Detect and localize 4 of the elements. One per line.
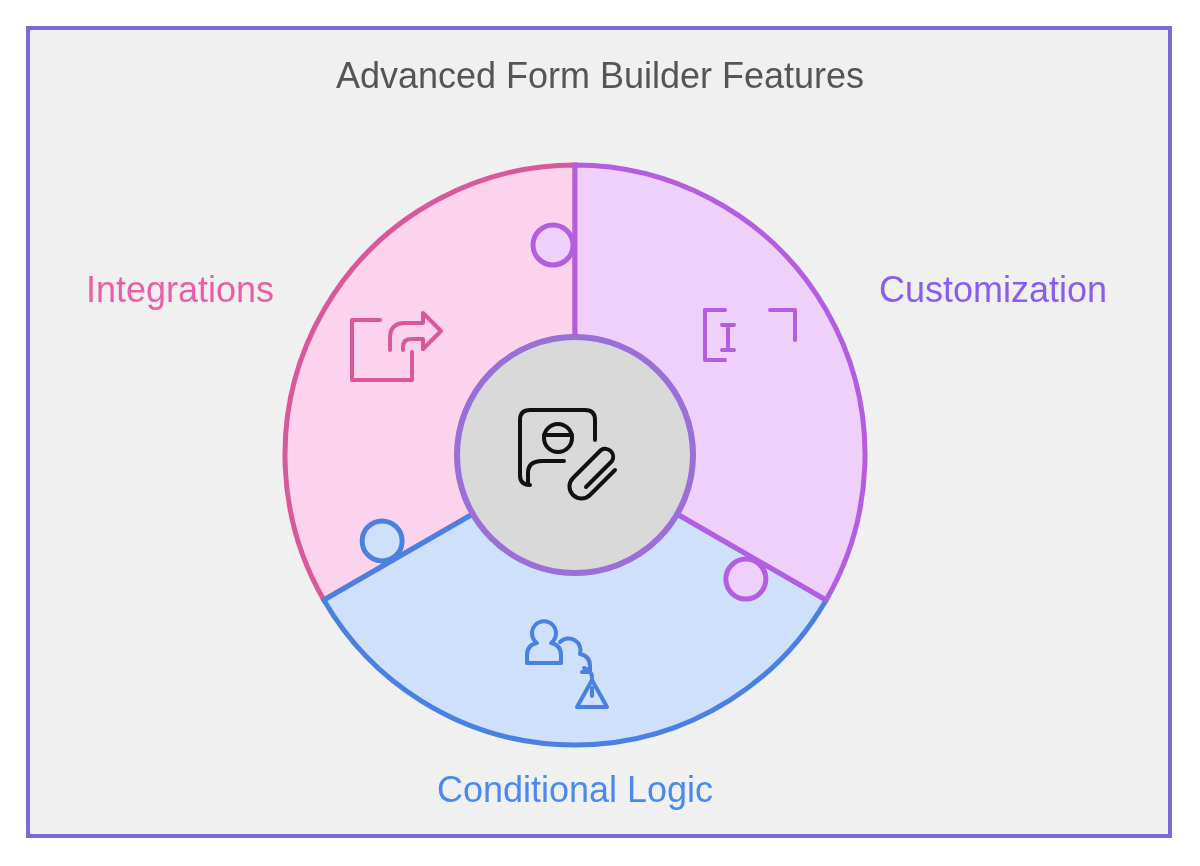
segment-label: Conditional Logic xyxy=(436,769,714,811)
segment-label: Integrations xyxy=(85,269,275,311)
segment-label: Customization xyxy=(878,269,1108,311)
title: Advanced Form Builder Features xyxy=(334,55,866,97)
